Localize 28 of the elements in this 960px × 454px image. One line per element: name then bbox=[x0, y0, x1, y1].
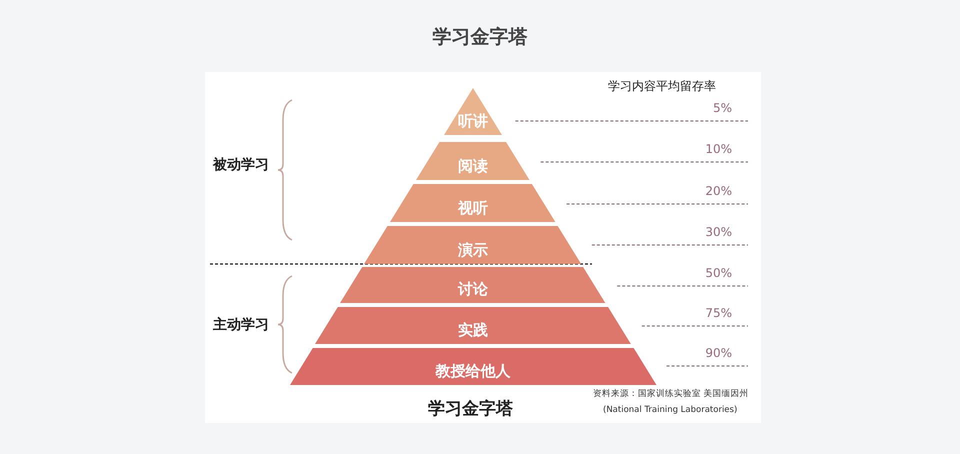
pyramid-layer bbox=[315, 307, 631, 344]
group-label: 主动学习 bbox=[213, 317, 269, 334]
percentage-label: 75% bbox=[705, 306, 732, 320]
percentage-label: 90% bbox=[705, 346, 732, 360]
layer-label: 演示 bbox=[456, 241, 489, 259]
percentage-label: 10% bbox=[705, 142, 732, 156]
axis-heading: 学习内容平均留存率 bbox=[608, 79, 716, 94]
pyramid-layer bbox=[340, 267, 606, 303]
pyramid-layer bbox=[416, 142, 530, 180]
pyramid-caption: 学习金字塔 bbox=[428, 399, 513, 420]
pyramid-layer bbox=[290, 348, 656, 385]
percentage-label: 20% bbox=[705, 184, 732, 198]
layer-label: 视听 bbox=[456, 199, 489, 217]
percentage-label: 30% bbox=[705, 225, 732, 240]
layer-label: 教授给他人 bbox=[434, 362, 512, 380]
pyramid-layer bbox=[390, 184, 556, 222]
pyramid-top-triangle bbox=[444, 88, 502, 135]
layer-label: 听讲 bbox=[456, 112, 489, 130]
layer-label: 实践 bbox=[456, 321, 489, 339]
diagram-title: 学习金字塔 bbox=[432, 25, 528, 50]
group-label: 被动学习 bbox=[213, 157, 269, 174]
percentage-label: 50% bbox=[705, 266, 732, 280]
layer-label: 阅读 bbox=[456, 157, 489, 175]
pyramid-layer bbox=[364, 226, 582, 264]
percentage-label: 5% bbox=[712, 101, 732, 116]
layer-label: 讨论 bbox=[456, 280, 489, 298]
source-note: (National Training Laboratories) bbox=[603, 405, 738, 416]
source-note: 资料来源：国家训练实验室 美国缅因州 bbox=[593, 389, 749, 400]
